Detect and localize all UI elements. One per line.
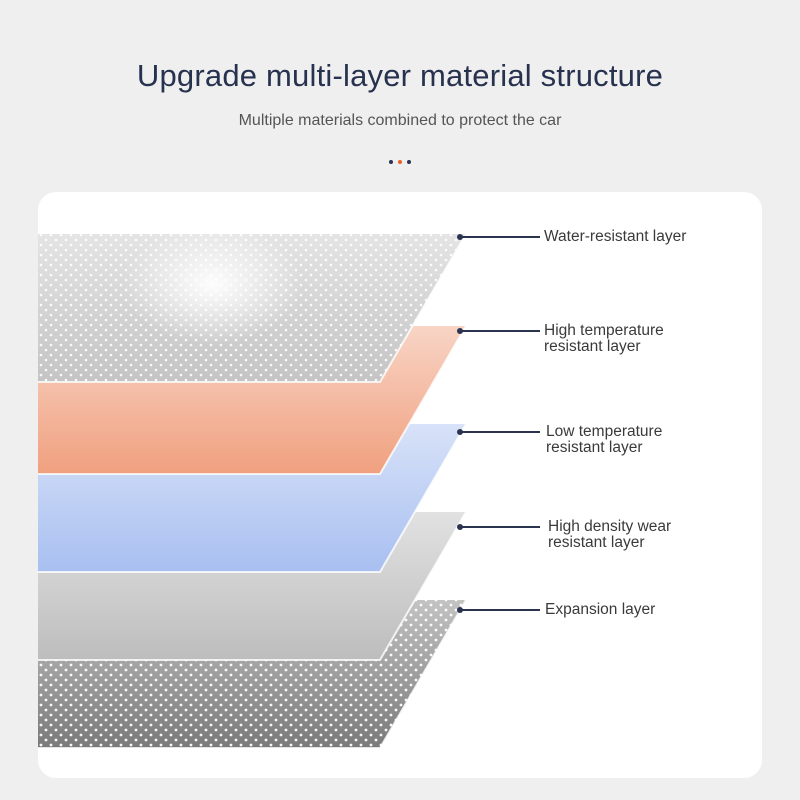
label-expansion-layer: Expansion layer bbox=[545, 601, 656, 618]
dot-1 bbox=[389, 160, 393, 164]
layer-low-temperature-edge bbox=[38, 423, 467, 573]
label-low-temperature-resistant-layer: Low temperature resistant layer bbox=[546, 423, 663, 456]
label-high-temperature-resistant-layer: High temperature resistant layer bbox=[544, 322, 664, 355]
connector-dot-high-temperature bbox=[457, 328, 463, 334]
layer-diagram-card: Water-resistant layer High temperature r… bbox=[38, 192, 762, 778]
layer-high-temperature-edge bbox=[38, 325, 467, 475]
page-title: Upgrade multi-layer material structure bbox=[136, 58, 664, 93]
connector-dot-expansion bbox=[457, 607, 463, 613]
layer-expansion-edge bbox=[38, 599, 467, 749]
connector-dot-water-resistant bbox=[457, 234, 463, 240]
layer-high-density-wear-edge bbox=[38, 511, 467, 661]
connector-dot-low-temperature bbox=[457, 429, 463, 435]
dot-2 bbox=[398, 160, 402, 164]
connector-dot-high-density-wear bbox=[457, 524, 463, 530]
layer-stack-diagram bbox=[38, 224, 540, 749]
decorative-dots bbox=[0, 160, 800, 164]
layer-water-resistant-edge bbox=[38, 233, 467, 383]
label-water-resistant-layer: Water-resistant layer bbox=[544, 228, 687, 245]
page-subtitle: Multiple materials combined to protect t… bbox=[238, 112, 562, 129]
label-high-density-wear-resistant-layer: High density wear resistant layer bbox=[548, 518, 672, 551]
top-layer-highlight bbox=[123, 224, 303, 344]
dot-3 bbox=[407, 160, 411, 164]
